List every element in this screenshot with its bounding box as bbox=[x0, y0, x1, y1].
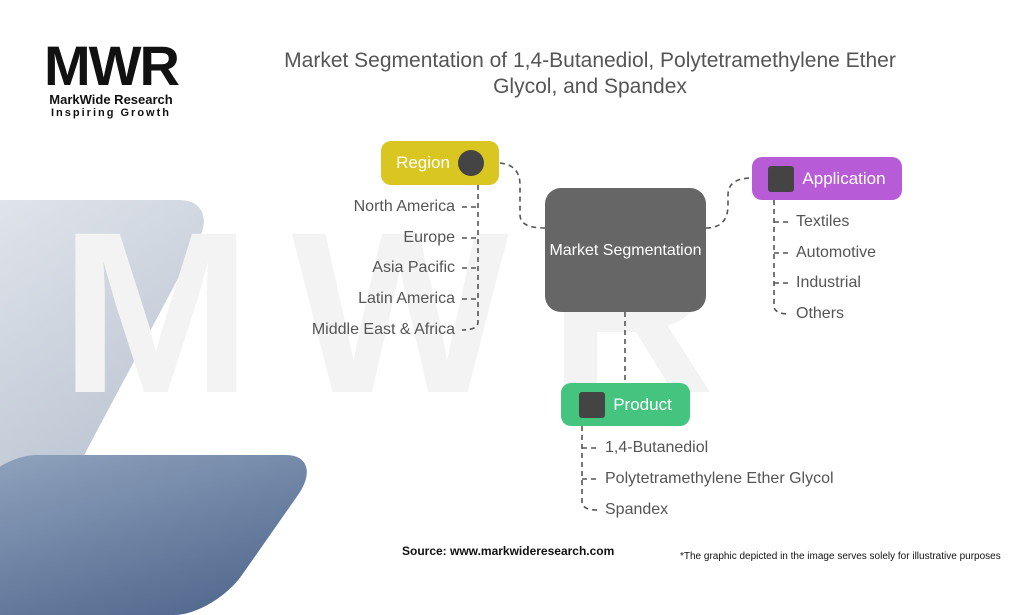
application-item: Industrial bbox=[796, 274, 861, 291]
application-item: Textiles bbox=[796, 213, 850, 230]
globe-icon bbox=[457, 150, 484, 176]
region-item: Asia Pacific bbox=[372, 259, 455, 276]
boxes-icon bbox=[768, 165, 795, 192]
disclaimer-text: *The graphic depicted in the image serve… bbox=[680, 551, 1001, 562]
region-item: Latin America bbox=[358, 290, 455, 307]
product-label: Product bbox=[613, 394, 672, 414]
region-item: Middle East & Africa bbox=[311, 321, 455, 338]
logo-mark: MWR bbox=[44, 34, 180, 97]
product-item: Spandex bbox=[605, 501, 669, 518]
source-text: Source: www.markwideresearch.com bbox=[402, 544, 615, 558]
region-label: Region bbox=[396, 153, 450, 172]
page-title: Market Segmentation of 1,4-Butanediol, P… bbox=[284, 49, 896, 98]
center-node: Market Segmentation bbox=[545, 188, 706, 312]
product-item: 1,4-Butanediol bbox=[605, 439, 709, 456]
product-node: Product bbox=[561, 383, 690, 426]
product-item: Polytetramethylene Ether Glycol bbox=[605, 470, 834, 487]
connectors bbox=[461, 162, 791, 511]
logo-name: MarkWide Research bbox=[49, 92, 173, 107]
logo: MWR MarkWide Research Inspiring Growth bbox=[36, 34, 186, 120]
application-node: Application bbox=[752, 157, 902, 200]
application-label: Application bbox=[802, 168, 886, 188]
application-item: Others bbox=[796, 305, 845, 322]
region-node: Region bbox=[381, 141, 499, 185]
logo-tagline: Inspiring Growth bbox=[51, 107, 171, 119]
region-item: North America bbox=[353, 198, 455, 215]
application-item: Automotive bbox=[796, 244, 877, 261]
region-item: Europe bbox=[403, 229, 455, 246]
presentation-icon bbox=[579, 391, 606, 418]
